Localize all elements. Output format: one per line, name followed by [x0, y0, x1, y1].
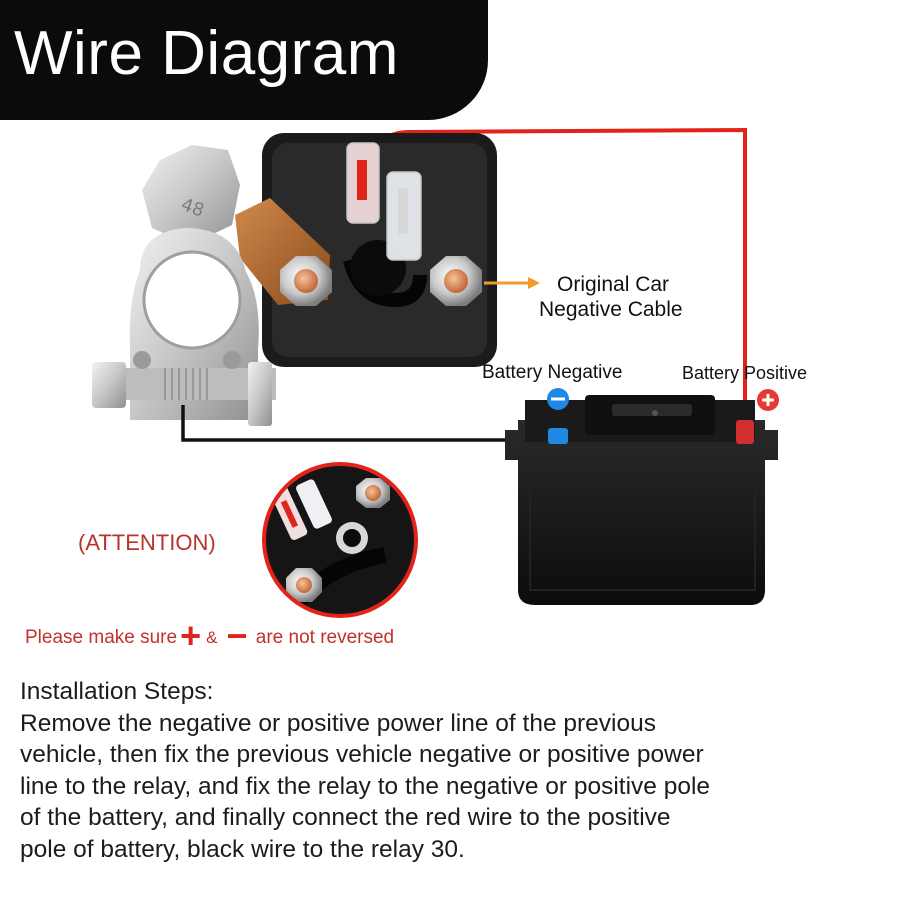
attention-closeup	[262, 462, 418, 618]
negative-icon	[547, 388, 569, 410]
warning-text-after: are not reversed	[255, 627, 395, 648]
installation-steps: Installation Steps: Remove the negative …	[20, 676, 880, 865]
plus-symbol: +	[180, 615, 202, 656]
steps-line: pole of battery, black wire to the relay…	[20, 835, 465, 863]
page-title: Wire Diagram	[14, 19, 399, 88]
battery-negative-label: Battery Negative	[482, 362, 623, 383]
positive-icon	[757, 389, 779, 411]
battery-terminal-clamp: 48	[92, 145, 276, 426]
original-cable-label-line1: Original Car	[557, 273, 670, 296]
polarity-warning: Please make sure+&− are not reversed	[25, 615, 394, 657]
arrow-icon	[484, 277, 540, 289]
black-wire	[181, 405, 555, 442]
battery-positive-label: Battery Positive	[682, 363, 808, 383]
car-battery	[505, 395, 778, 605]
warning-text-before: Please make sure	[25, 627, 178, 648]
steps-heading: Installation Steps:	[20, 678, 214, 705]
original-cable-label-line2: Negative Cable	[539, 298, 683, 321]
title-banner: Wire Diagram	[0, 0, 488, 120]
steps-line: of the battery, and finally connect the …	[20, 804, 671, 831]
minus-symbol: −	[226, 615, 248, 656]
steps-line: line to the relay, and fix the relay to …	[20, 772, 711, 800]
steps-line: Remove the negative or positive power li…	[20, 709, 656, 737]
relay	[235, 133, 497, 367]
warning-connector: &	[206, 628, 218, 647]
attention-label: (ATTENTION)	[78, 530, 216, 555]
steps-line: vehicle, then fix the previous vehicle n…	[20, 741, 704, 768]
